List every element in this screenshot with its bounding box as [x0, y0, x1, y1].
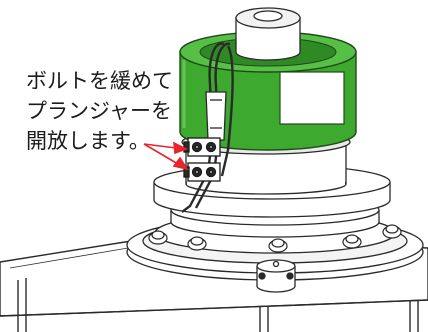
callout-arrows	[143, 141, 189, 171]
instruction-line-2: プランジャーを	[26, 99, 172, 123]
label-plate	[279, 71, 345, 125]
plunger-bolt-upper	[183, 137, 221, 157]
instruction-text: ボルトを緩めて プランジャーを 開放します。	[26, 66, 186, 156]
flange-bolts	[148, 224, 402, 253]
instruction-line-3: 開放します。	[26, 129, 150, 153]
top-cap	[235, 7, 301, 61]
instruction-line-1: ボルトを緩めて	[26, 69, 173, 93]
bracket	[205, 91, 227, 141]
front-clamp	[256, 259, 296, 293]
plunger-bolt-lower	[183, 162, 221, 182]
